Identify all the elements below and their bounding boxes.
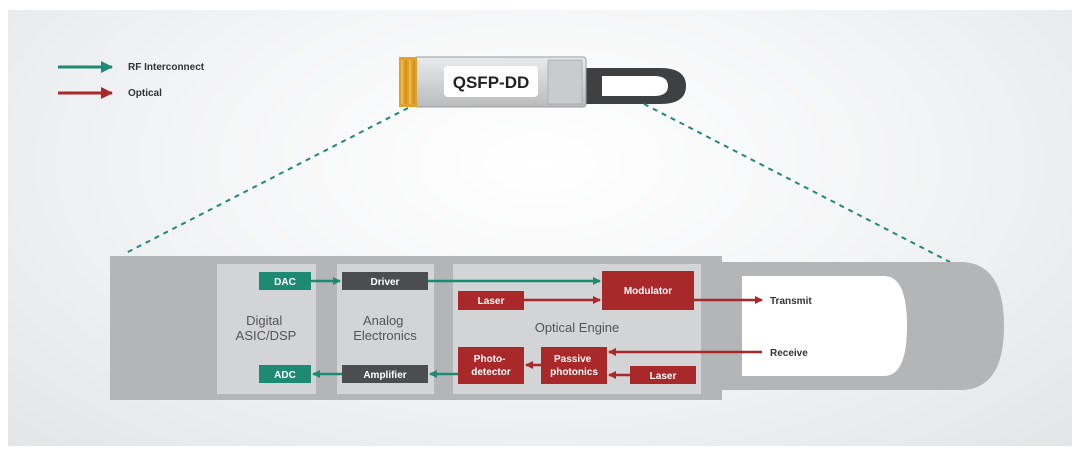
module-label-plate bbox=[444, 66, 538, 97]
dac-block bbox=[259, 272, 311, 290]
laser-rx-label: Laser bbox=[650, 371, 677, 382]
zoom-line-right bbox=[643, 103, 951, 263]
driver-label: Driver bbox=[371, 277, 400, 288]
qsfp-dd-module: QSFP-DD bbox=[399, 56, 686, 108]
optical-engine-label: Optical Engine bbox=[535, 320, 620, 335]
rf-legend-label: RF Interconnect bbox=[128, 62, 205, 73]
asic-label: Digital ASIC/DSP bbox=[236, 313, 297, 343]
passive-photonics-block bbox=[541, 347, 607, 384]
module-label: QSFP-DD bbox=[453, 73, 530, 92]
receive-label: Receive bbox=[770, 348, 808, 359]
zoom-line-left bbox=[123, 107, 409, 255]
amplifier-block bbox=[342, 365, 428, 383]
analog-label: Analog Electronics bbox=[353, 313, 417, 343]
legend: RF Interconnect Optical bbox=[58, 61, 205, 99]
modulator-block bbox=[602, 271, 694, 310]
modulator-label: Modulator bbox=[624, 286, 672, 297]
laser-tx-block bbox=[458, 291, 524, 310]
laser-tx-label: Laser bbox=[478, 296, 505, 307]
gold-contacts bbox=[399, 57, 417, 107]
dac-label: DAC bbox=[274, 277, 296, 288]
transmit-label: Transmit bbox=[770, 296, 812, 307]
optical-legend-label: Optical bbox=[128, 88, 162, 99]
driver-block bbox=[342, 272, 428, 290]
pull-tab-slot bbox=[602, 76, 668, 96]
laser-rx-block bbox=[630, 366, 696, 384]
passive-photonics-label: Passive photonics bbox=[550, 354, 598, 378]
adc-block bbox=[259, 365, 311, 383]
adc-label: ADC bbox=[274, 370, 296, 381]
photodetector-block bbox=[458, 347, 524, 384]
photodetector-label: Photo- detector bbox=[471, 354, 511, 378]
amplifier-label: Amplifier bbox=[363, 370, 406, 381]
